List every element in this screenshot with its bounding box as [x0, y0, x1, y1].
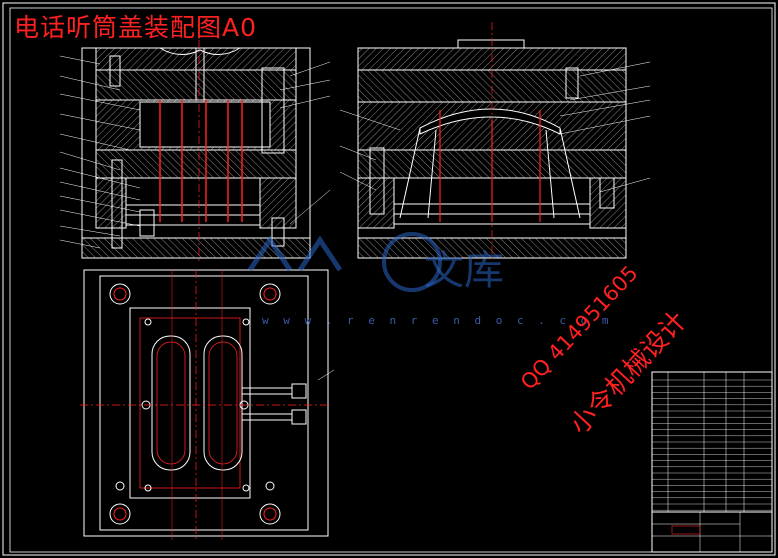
watermark-url: w w w . r e n r e n d o c . c o m [262, 314, 613, 327]
watermark-brand: 文库 [424, 248, 504, 294]
parts-list [651, 371, 773, 513]
title-block [651, 511, 773, 553]
plan-view [80, 269, 335, 540]
inner-frame [9, 7, 773, 553]
drawing-title: 电话听筒盖装配图A0 [14, 13, 258, 42]
cross-section-right [339, 22, 651, 262]
watermark-logo [247, 232, 442, 292]
cross-section-left [59, 40, 331, 262]
